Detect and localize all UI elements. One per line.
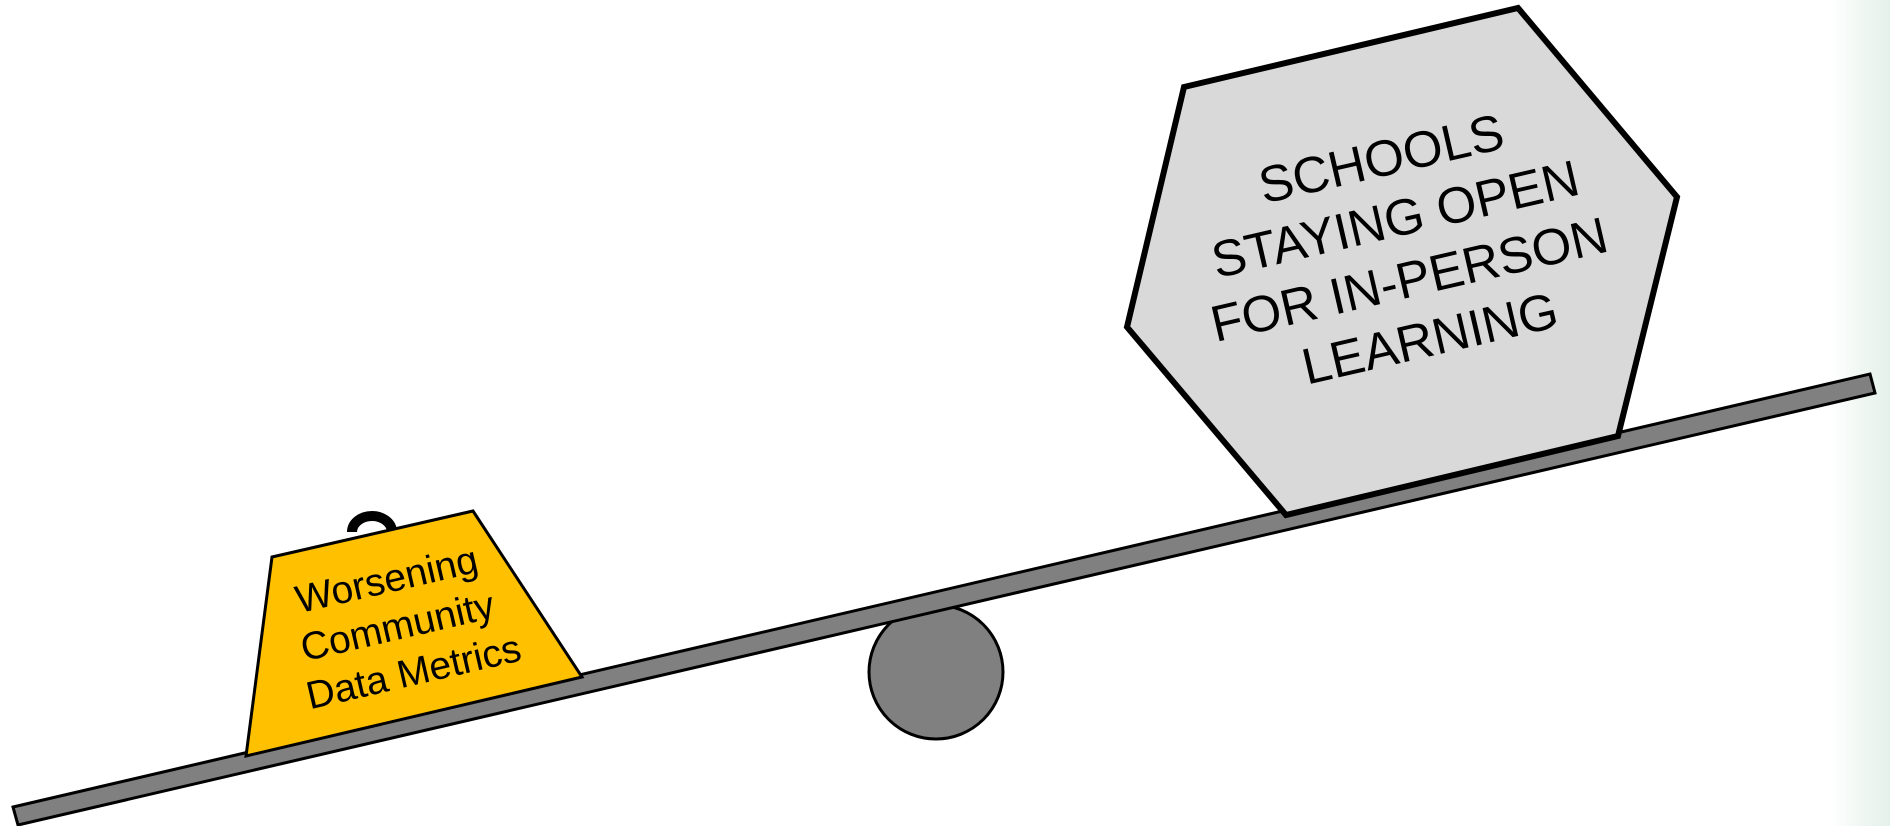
fulcrum xyxy=(869,605,1003,739)
